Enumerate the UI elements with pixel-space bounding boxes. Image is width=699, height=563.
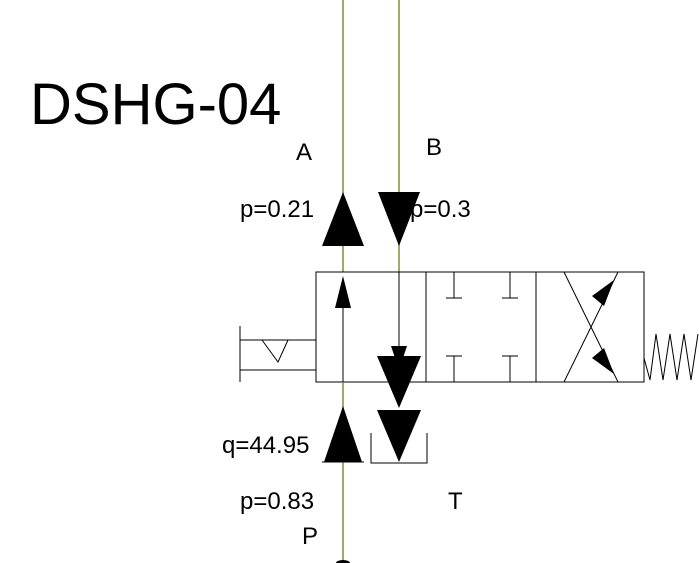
port-label-b: B <box>426 134 443 161</box>
pipe-p-end <box>336 560 350 563</box>
valve-envelope-center <box>425 271 537 383</box>
flow-readout-p: q=44.95 <box>222 432 310 459</box>
pressure-readout-a: p=0.21 <box>240 196 315 223</box>
valve-model-title: DSHG-04 <box>30 72 282 137</box>
flow-arrow-t-down-2 <box>377 410 421 462</box>
port-label-t: T <box>448 488 463 515</box>
left-arrow-down <box>391 346 407 370</box>
flow-arrow-a-up <box>322 192 364 246</box>
pressure-readout-p: p=0.83 <box>240 488 315 515</box>
actuator-detent <box>261 339 289 363</box>
valve-envelope-right <box>535 271 645 383</box>
pressure-readout-b: p=0.3 <box>410 196 471 223</box>
flow-arrow-b-down <box>378 192 420 246</box>
tank-symbol <box>370 433 428 464</box>
spring-symbol <box>643 333 699 381</box>
flow-arrow-p-up <box>324 406 362 462</box>
port-label-a: A <box>296 139 313 166</box>
right-arrow-upper <box>592 280 614 306</box>
right-arrow-lower <box>592 348 614 374</box>
port-label-p: P <box>302 523 319 550</box>
left-arrow-up <box>335 276 351 308</box>
